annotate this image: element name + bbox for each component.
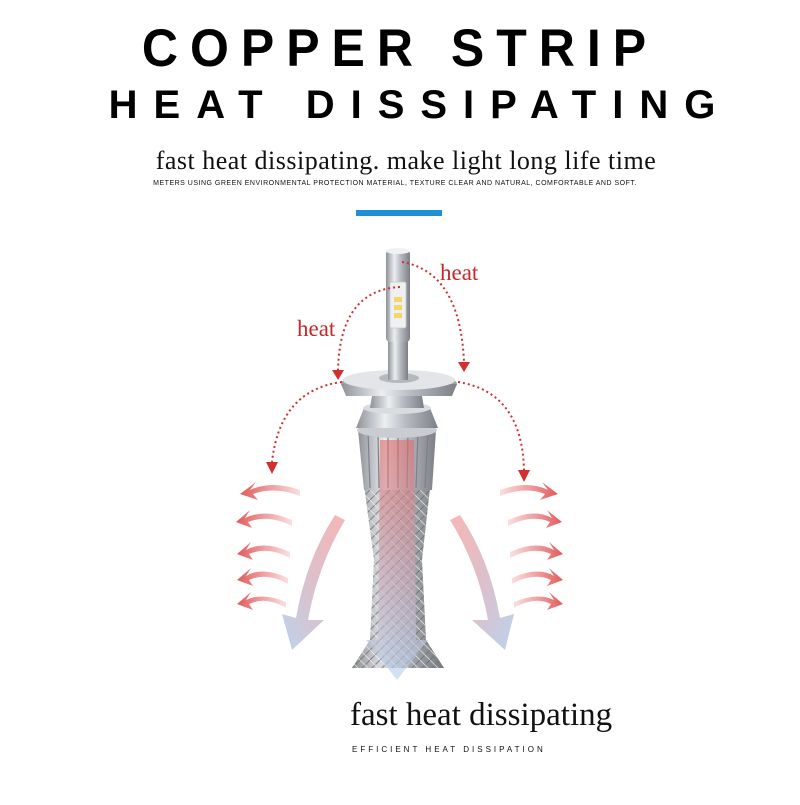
left-cool-arrow [282,515,345,650]
caption-efficient: EFFICIENT HEAT DISSIPATION [352,745,546,754]
subtext: METERS USING GREEN ENVIRONMENTAL PROTECT… [153,180,637,187]
center-heat-arrow [366,440,428,680]
bulb-illustration [236,248,563,680]
right-cool-arrow [450,515,514,650]
heat-flow-arcs [271,261,525,471]
right-heat-arrows [500,482,563,610]
caption-fast-heat: fast heat dissipating [350,697,613,733]
heat-label-left: heat [297,316,336,341]
left-heat-arrows [236,482,300,610]
bulb-diagram: heat heat [0,230,800,800]
heat-label-right: heat [440,260,479,285]
led-chips [394,297,402,318]
title-heat-dissipating: HEAT DISSIPATING [108,83,732,127]
title-copper-strip: COPPER STRIP [141,18,659,78]
accent-bar [356,210,442,216]
subtitle: fast heat dissipating. make light long l… [155,146,657,175]
